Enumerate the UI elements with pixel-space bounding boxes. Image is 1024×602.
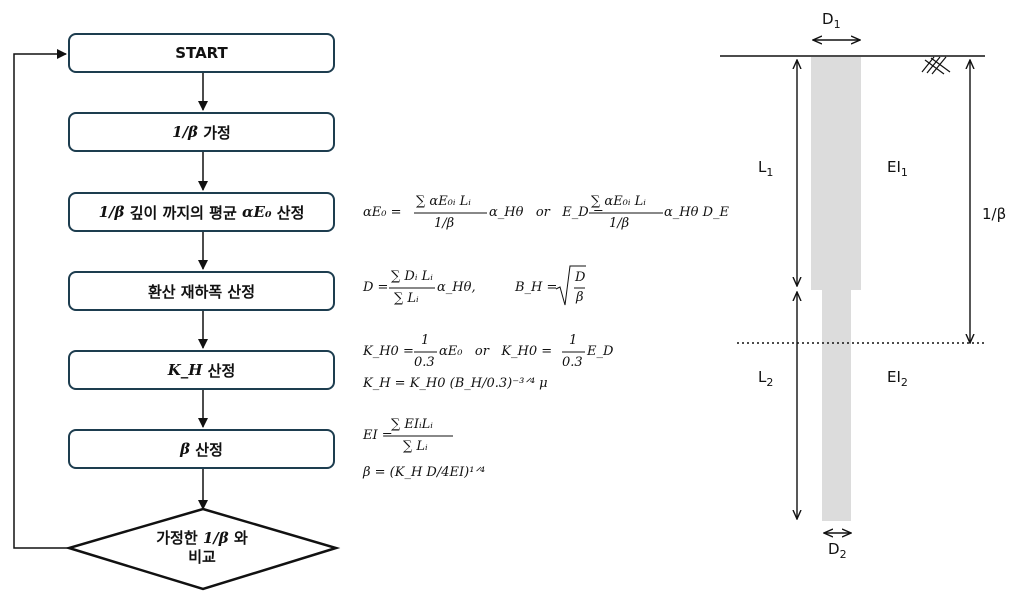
eq1-end: α_Hθ D_E (664, 205, 729, 220)
beta-math: β (180, 440, 191, 458)
pile-lower-section (822, 290, 851, 521)
d2-sub: 2 (839, 548, 847, 561)
ei1-label: EI1 (887, 158, 908, 179)
l1-sub: 1 (766, 166, 774, 179)
eq3-mid: αE₀ or K_H0 = (439, 344, 557, 359)
eq1-den: 1/β (434, 216, 455, 231)
l1-text: L (758, 158, 767, 176)
loop-back-line (13, 49, 69, 549)
eq1-num: ∑ αE₀ᵢ Lᵢ (416, 194, 471, 209)
pile-upper-section (811, 57, 861, 290)
assume-beta-label: 가정 (198, 123, 231, 142)
eq5-left: EI = (363, 428, 397, 443)
beta-box: β 산정 (68, 429, 335, 469)
eq1-den2: 1/β (609, 216, 630, 231)
flow-arrows (13, 49, 208, 549)
radical-sign (555, 265, 586, 306)
decision-line1-math: 1/β (202, 529, 229, 547)
eq1-mid: α_Hθ or E_D = (489, 205, 608, 220)
start-label: START (175, 44, 228, 62)
ei2-sub: 2 (900, 376, 908, 389)
avg-modulus-math: 1/β (98, 203, 125, 221)
eq2-num: ∑ Dᵢ Lᵢ (391, 269, 433, 284)
start-box: START (68, 33, 335, 73)
width-label: 환산 재하폭 산정 (147, 282, 256, 301)
d1-text: D (822, 10, 834, 28)
eq3-end: E_D (587, 344, 614, 359)
d2-text: D (828, 540, 840, 558)
ei1-text: EI (887, 158, 901, 176)
eq5-den: ∑ Lᵢ (403, 439, 428, 454)
depth-text: 1/β (982, 205, 1007, 223)
eq4: K_H = K_H0 (B_H/0.3)⁻³ᐟ⁴ μ (363, 376, 548, 391)
eq6: β = (K_H D/4EI)¹ᐟ⁴ (363, 465, 486, 480)
eq5-num: ∑ EIᵢLᵢ (391, 417, 433, 432)
eq2-rad-den: β (576, 290, 584, 305)
kh-label: 산정 (202, 361, 236, 380)
kh-box: K_H 산정 (68, 350, 335, 390)
eq2-mid: α_Hθ, (437, 280, 476, 295)
decision-diamond (64, 507, 341, 591)
ei1-sub: 1 (900, 166, 908, 179)
assume-beta-math: 1/β (172, 123, 199, 141)
l2-label: L2 (758, 368, 773, 389)
eq3-den: 0.3 (414, 355, 435, 370)
assume-beta-box: 1/β 가정 (68, 112, 335, 152)
avg-modulus-math2: αE₀ (242, 203, 272, 221)
kh-math: K_H (167, 361, 203, 379)
avg-modulus-label2: 산정 (271, 203, 305, 222)
ground-hatch-icon (921, 56, 951, 75)
width-box: 환산 재하폭 산정 (68, 271, 335, 311)
ei2-text: EI (887, 368, 901, 386)
eq1-num2: ∑ αE₀ᵢ Lᵢ (591, 194, 646, 209)
eq3-num2: 1 (569, 333, 578, 348)
eq3-left: K_H0 = (363, 344, 418, 359)
avg-modulus-box: 1/β 깊이 까지의 평균 αE₀ 산정 (68, 192, 335, 232)
equation-fraction-bars (389, 212, 663, 437)
decision-text: 가정한 1/β 와 비교 (120, 529, 284, 567)
eq1-left: αE₀ = (363, 205, 402, 220)
avg-modulus-label: 깊이 까지의 평균 (124, 203, 242, 222)
depth-label: 1/β (982, 205, 1006, 223)
pile-diagram (720, 40, 985, 533)
d2-label: D2 (828, 540, 847, 561)
eq2-bh: B_H = (515, 280, 562, 295)
decision-line1: 가정한 1/β 와 (120, 529, 284, 548)
ei2-label: EI2 (887, 368, 908, 389)
decision-line1-pre: 가정한 (156, 529, 203, 547)
eq2-den: ∑ Lᵢ (394, 291, 419, 306)
l2-text: L (758, 368, 767, 386)
d1-sub: 1 (833, 18, 841, 31)
eq2-rad-num: D (575, 270, 586, 285)
eq3-num: 1 (421, 333, 430, 348)
eq3-den2: 0.3 (562, 355, 583, 370)
beta-label: 산정 (190, 440, 223, 459)
decision-line1-post: 와 (228, 529, 248, 547)
l1-label: L1 (758, 158, 773, 179)
l2-sub: 2 (766, 376, 774, 389)
d1-label: D1 (822, 10, 841, 31)
decision-line2: 비교 (188, 548, 216, 566)
eq2-left: D = (363, 280, 393, 295)
